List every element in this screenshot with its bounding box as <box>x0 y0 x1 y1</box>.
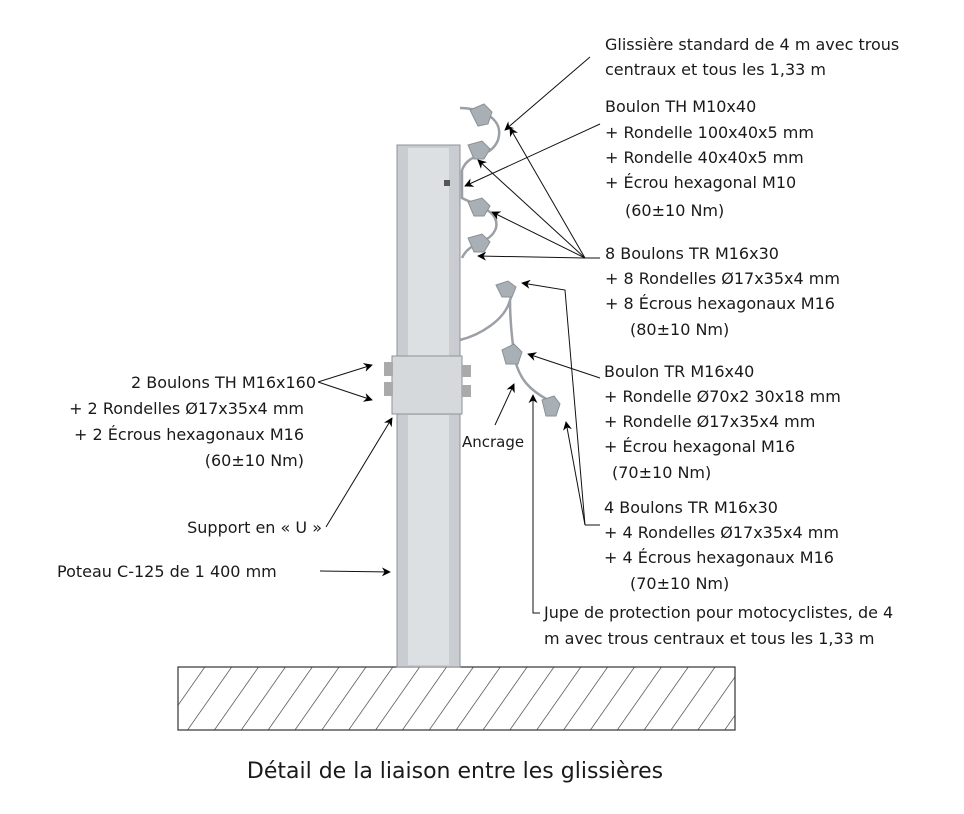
label-8-bolts: 8 Boulons TR M16x30 + 8 Rondelles Ø17x35… <box>605 244 840 339</box>
label-support: Support en « U » <box>187 518 322 537</box>
caption: Détail de la liaison entre les glissière… <box>247 759 663 784</box>
label-line: + 4 Rondelles Ø17x35x4 mm <box>604 523 839 542</box>
label-line: + 2 Rondelles Ø17x35x4 mm <box>69 399 304 418</box>
leader-lines <box>317 56 601 614</box>
label-line: (60±10 Nm) <box>625 201 724 220</box>
label-line: + Écrou hexagonal M10 <box>605 173 796 192</box>
label-line: + 2 Écrous hexagonaux M16 <box>74 425 304 444</box>
label-bolts-th-m16: 2 Boulons TH M16x160 + 2 Rondelles Ø17x3… <box>69 373 316 470</box>
label-line: centraux et tous les 1,33 m <box>605 60 826 79</box>
label-line: (70±10 Nm) <box>630 574 729 593</box>
label-line: + 4 Écrous hexagonaux M16 <box>604 548 834 567</box>
label-line: (70±10 Nm) <box>612 463 711 482</box>
label-line: Glissière standard de 4 m avec trous <box>605 35 899 54</box>
label-line: (60±10 Nm) <box>205 451 304 470</box>
label-line: + Rondelle Ø17x35x4 mm <box>604 412 815 431</box>
label-line: + Rondelle Ø70x2 30x18 mm <box>604 387 841 406</box>
label-line: 2 Boulons TH M16x160 <box>131 373 316 392</box>
label-4-bolts: 4 Boulons TR M16x30 + 4 Rondelles Ø17x35… <box>604 498 839 593</box>
label-line: Jupe de protection pour motocyclistes, d… <box>543 603 893 622</box>
label-line: m avec trous centraux et tous les 1,33 m <box>544 629 875 648</box>
label-skirt: Jupe de protection pour motocyclistes, d… <box>543 603 893 648</box>
label-line: (80±10 Nm) <box>630 320 729 339</box>
label-rail: Glissière standard de 4 m avec trous cen… <box>605 35 899 79</box>
label-bolt-tr-m16x40: Boulon TR M16x40 + Rondelle Ø70x2 30x18 … <box>604 362 841 482</box>
label-line: + Écrou hexagonal M16 <box>604 437 795 456</box>
label-line: Boulon TH M10x40 <box>605 97 756 116</box>
label-line: 4 Boulons TR M16x30 <box>604 498 778 517</box>
rail <box>459 103 561 417</box>
label-line: 8 Boulons TR M16x30 <box>605 244 779 263</box>
label-line: + Rondelle 100x40x5 mm <box>605 123 814 142</box>
label-anchor: Ancrage <box>462 433 524 451</box>
label-bolt-th-m10: Boulon TH M10x40 + Rondelle 100x40x5 mm … <box>605 97 814 220</box>
label-line: + 8 Écrous hexagonaux M16 <box>605 294 835 313</box>
label-line: + Rondelle 40x40x5 mm <box>605 148 804 167</box>
label-line: + 8 Rondelles Ø17x35x4 mm <box>605 269 840 288</box>
ground <box>177 666 736 731</box>
label-post: Poteau C-125 de 1 400 mm <box>57 562 277 581</box>
u-support <box>384 355 471 415</box>
label-line: Boulon TR M16x40 <box>604 362 754 381</box>
